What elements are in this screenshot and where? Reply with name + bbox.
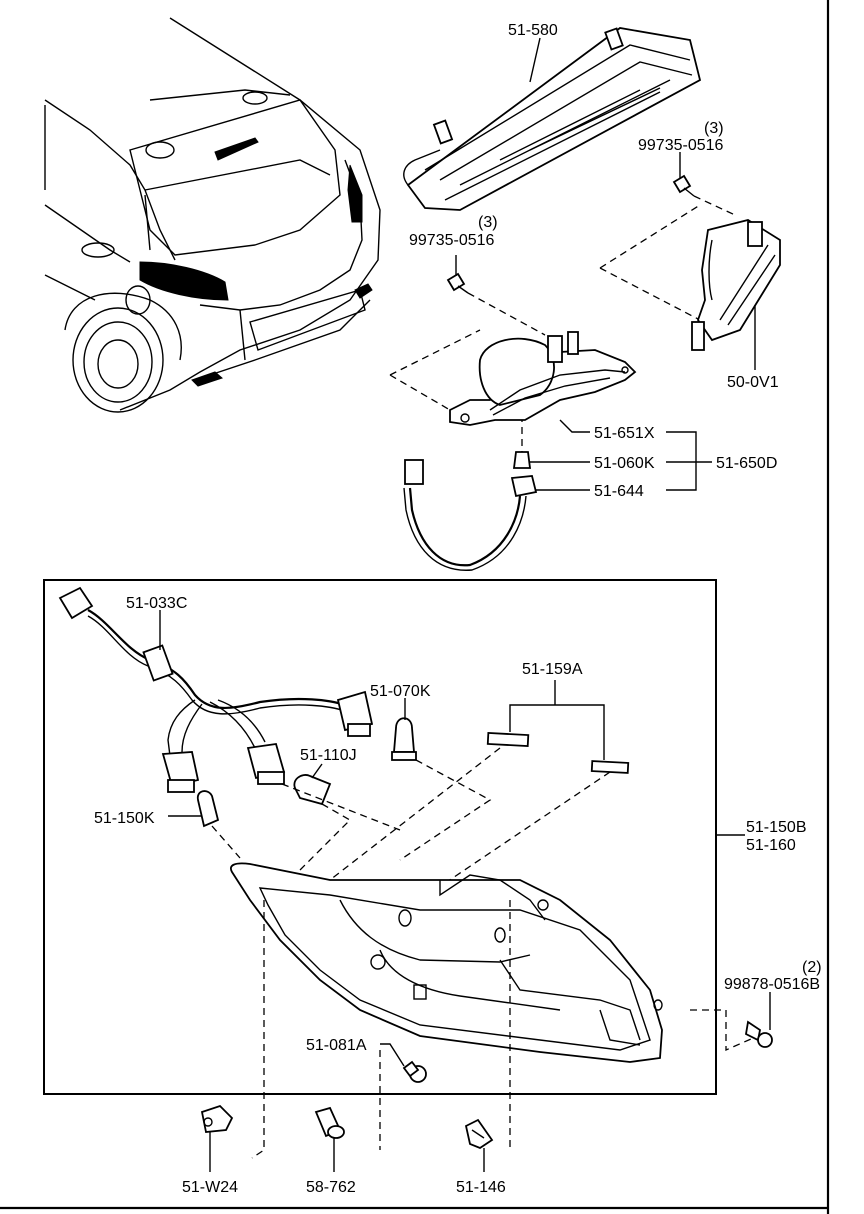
label-99735-lower: 99735-0516	[409, 232, 495, 249]
fastener-51-146	[464, 1118, 494, 1150]
wire-harness-51-644	[403, 459, 527, 571]
socket-51-644	[510, 475, 538, 498]
label-58-762: 58-762	[306, 1179, 356, 1196]
dashed-guide	[599, 204, 701, 269]
label-qty-99735-lower: (3)	[478, 214, 498, 231]
label-51-033c: 51-033C	[126, 595, 187, 612]
dashed-guide	[467, 292, 546, 336]
screw-99735-lower	[446, 272, 469, 294]
high-mount-stop-lamp	[403, 27, 702, 211]
label-qty-99735-upper: (3)	[704, 120, 724, 137]
tail-lamp-housing-51-150b	[230, 862, 663, 1063]
dashed-guide	[599, 267, 701, 321]
vehicle-rear-illustration	[44, 17, 381, 413]
label-51-644: 51-644	[594, 483, 644, 500]
label-99735-upper: 99735-0516	[638, 137, 724, 154]
dashed-guide	[419, 771, 611, 901]
label-51-580: 51-580	[508, 22, 558, 39]
bulb-51-110j	[293, 774, 332, 806]
bulb-51-060k	[512, 451, 532, 469]
dashed-guide	[211, 825, 241, 859]
label-51-081a: 51-081A	[306, 1037, 367, 1054]
label-qty-99878: (2)	[802, 959, 822, 976]
label-51-w24: 51-W24	[182, 1179, 238, 1196]
bracket-51-159a	[509, 704, 605, 760]
dashed-guide	[299, 803, 352, 871]
fastener-51-w24	[200, 1104, 234, 1133]
label-51-150k: 51-150K	[94, 810, 155, 827]
leader-51-081a	[380, 1043, 405, 1067]
label-51-159a: 51-159A	[522, 661, 583, 678]
dashed-guide	[693, 195, 736, 216]
dashed-guide	[690, 1009, 761, 1051]
assembly-frame	[43, 579, 717, 1095]
label-99878: 99878-0516B	[724, 976, 820, 993]
leader-51-110j	[311, 763, 323, 779]
fastener-58-762	[314, 1106, 345, 1139]
screw-99735-upper	[672, 174, 695, 197]
label-51-150b: 51-150B	[746, 819, 807, 836]
dashed-guide	[251, 900, 265, 1159]
dashed-guide	[389, 374, 451, 411]
leader-51-580	[529, 37, 541, 83]
label-51-060k: 51-060K	[594, 455, 655, 472]
dashed-guide	[281, 783, 401, 831]
screw-99878	[745, 1020, 773, 1048]
reflector-51-159a	[486, 732, 630, 774]
bulb-51-070k	[391, 717, 417, 761]
label-51-650d: 51-650D	[716, 455, 777, 472]
label-51-651x: 51-651X	[594, 425, 655, 442]
bulb-51-150k	[196, 790, 220, 828]
dashed-guide	[399, 759, 492, 861]
dashed-guide	[329, 747, 501, 881]
rear-combination-lamp-51-651x	[449, 331, 637, 426]
leader-51-651x	[559, 419, 590, 433]
dashed-guide	[389, 329, 481, 376]
label-51-146: 51-146	[456, 1179, 506, 1196]
label-51-110j: 51-110J	[300, 747, 357, 764]
label-51-160: 51-160	[746, 837, 796, 854]
wire-harness-51-033c	[58, 586, 374, 793]
label-50-0v1: 50-0V1	[727, 374, 779, 391]
clip-51-081a	[402, 1060, 427, 1083]
bracket-51-650d	[666, 431, 697, 491]
rear-fog-lamp-50-0v1	[691, 219, 781, 351]
label-51-070k: 51-070K	[370, 683, 431, 700]
